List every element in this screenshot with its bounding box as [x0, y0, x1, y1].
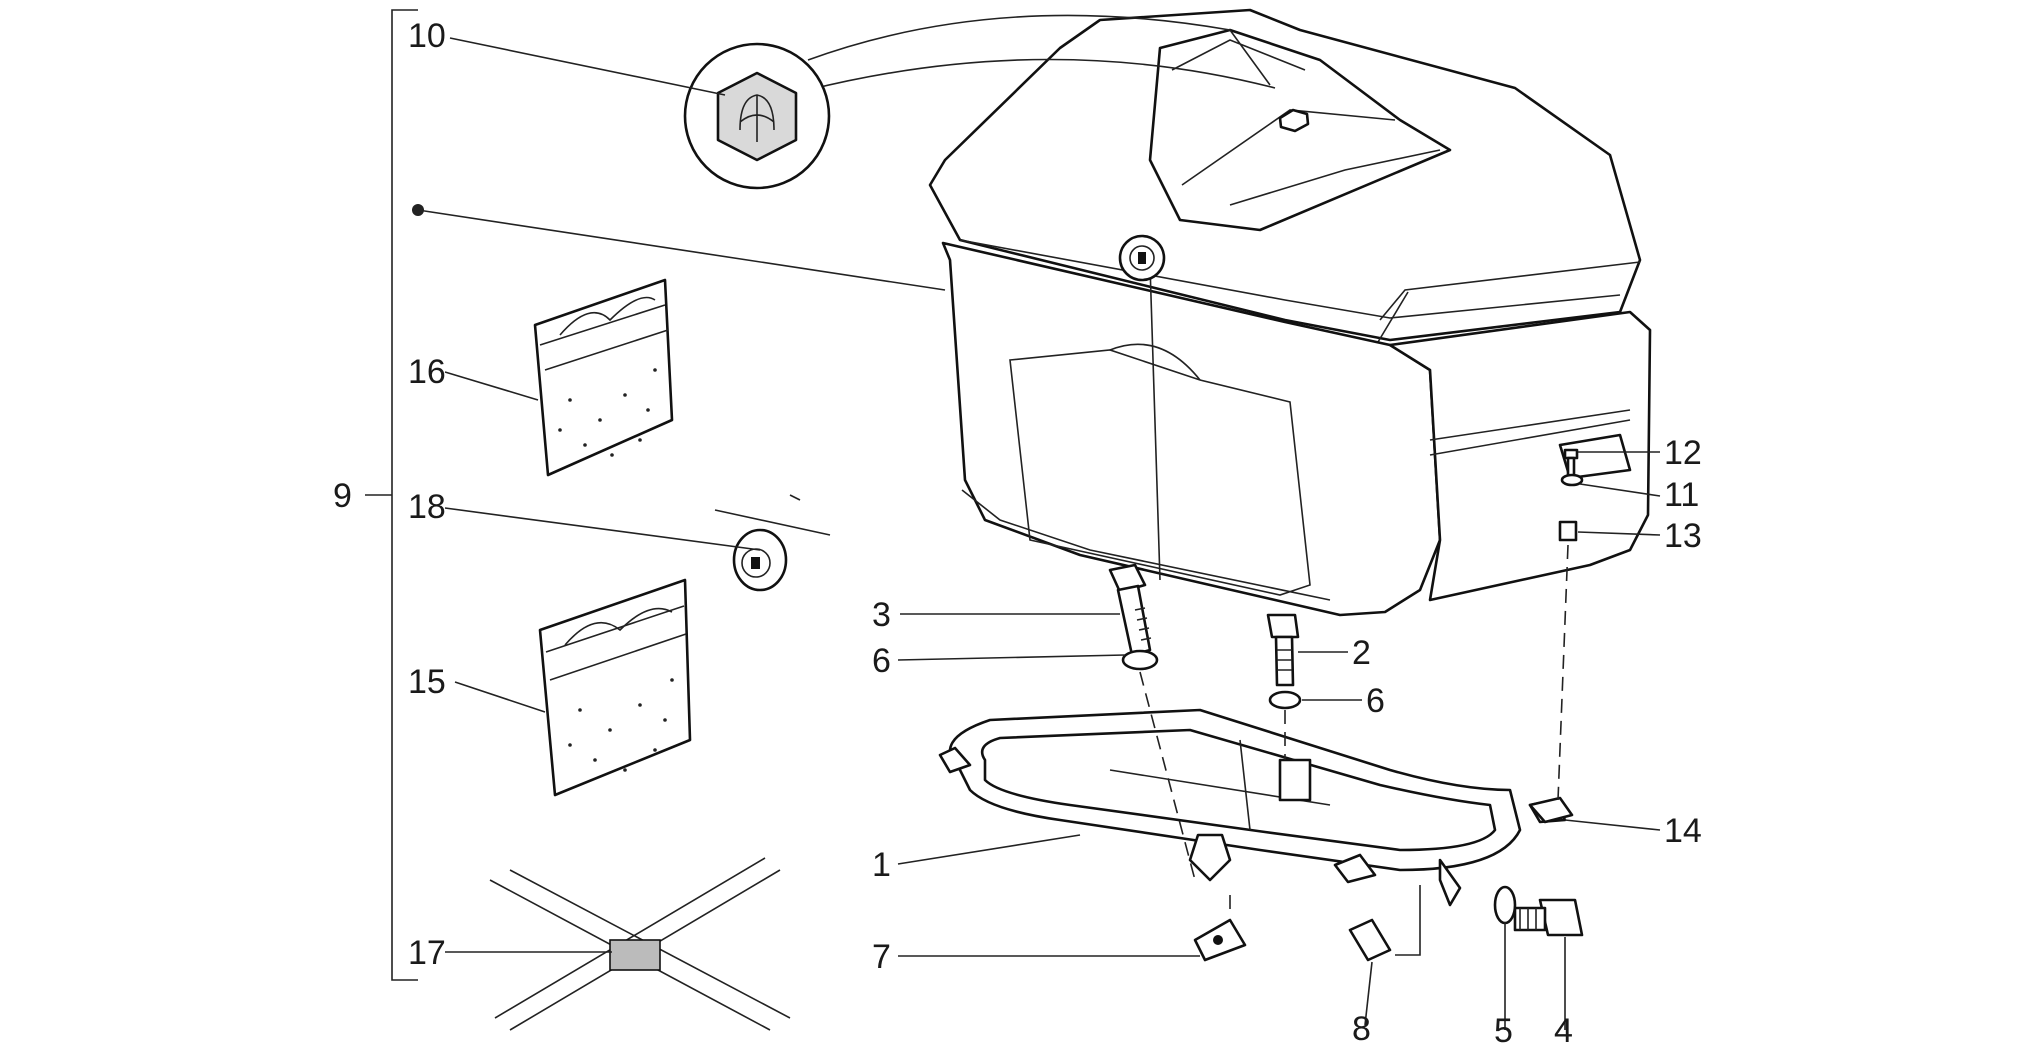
callout-17: 17 [408, 934, 446, 972]
washer-item-5 [1493, 885, 1517, 925]
bag-16-texture [558, 368, 657, 457]
bag-item-16 [533, 278, 674, 477]
callout-2: 2 [1352, 634, 1371, 672]
callout-6b: 6 [1366, 682, 1385, 720]
adhesive-pad-item-17 [489, 857, 791, 1031]
kit-bracket [365, 9, 418, 981]
callout-3: 3 [872, 596, 891, 634]
bag-15-texture [568, 678, 674, 772]
bolt-item-2 [1266, 613, 1300, 687]
callout-15: 15 [408, 663, 446, 701]
clip-item-7 [1193, 918, 1247, 962]
callout-11: 11 [1664, 476, 1699, 514]
washer-item-6b [1268, 690, 1302, 710]
callout-18: 18 [408, 488, 446, 526]
callout-8: 8 [1352, 1010, 1371, 1043]
spacer-item-13 [1558, 520, 1578, 542]
callout-16: 16 [408, 353, 446, 391]
bolt-item-3 [1108, 563, 1152, 657]
callout-5: 5 [1494, 1012, 1513, 1043]
washer-item-6a [1121, 649, 1159, 671]
plate-item-14 [1528, 796, 1574, 824]
washer-item-11 [1560, 473, 1584, 487]
callout-9: 9 [333, 477, 352, 515]
callout-6a: 6 [872, 642, 891, 680]
bag-item-15 [538, 578, 692, 797]
callout-4: 4 [1554, 1012, 1573, 1043]
assembly-lines [1139, 544, 1569, 956]
top-case [928, 8, 1652, 617]
callout-labels: 10 16 9 18 15 17 3 6 1 7 2 6 12 11 13 14… [333, 17, 1702, 1043]
callout-12: 12 [1664, 434, 1702, 472]
kit-bullet-dot-icon [412, 204, 424, 216]
callout-10: 10 [408, 17, 446, 55]
callout-1: 1 [872, 846, 891, 884]
callout-13: 13 [1664, 517, 1702, 555]
rack-frame-item-1 [938, 708, 1567, 907]
brand-logo-badge-icon [716, 71, 798, 162]
lock-cylinder-item-18 [714, 494, 831, 592]
callout-14: 14 [1664, 812, 1702, 850]
badge-detail [683, 14, 1276, 190]
nut-item-8 [1348, 918, 1392, 962]
callout-7: 7 [872, 938, 891, 976]
leader-lines [417, 37, 1661, 1030]
bolt-item-4 [1513, 898, 1584, 937]
